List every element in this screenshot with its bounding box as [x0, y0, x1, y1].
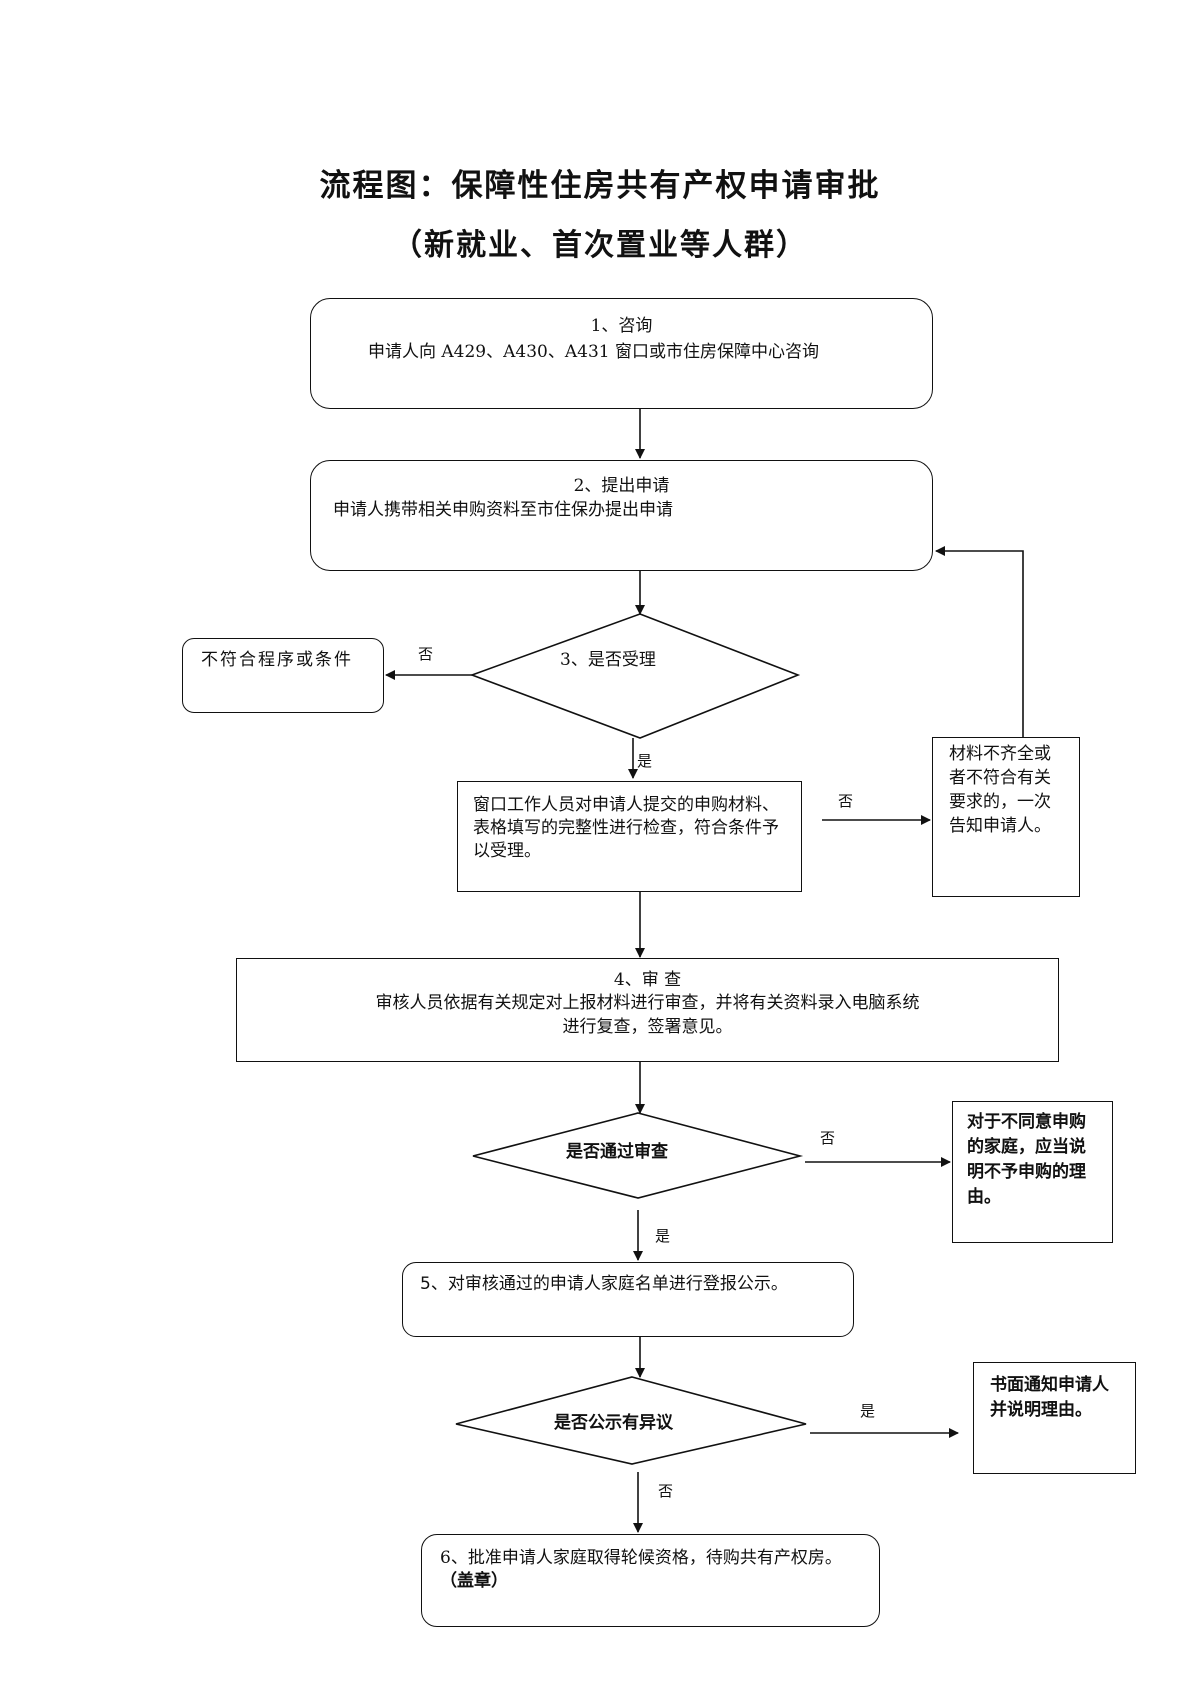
decision5-yes-label: 是 [860, 1402, 876, 1420]
decision3-yes-label: 是 [637, 752, 653, 770]
decision4-label: 是否通过审查 [566, 1142, 668, 1162]
reject3-text: 不符合程序或条件 [201, 650, 353, 670]
step6-text: 6、批准申请人家庭取得轮候资格，待购共有产权房。 （盖章） [440, 1547, 865, 1593]
step5-box: 5、对审核通过的申请人家庭名单进行登报公示。 [402, 1262, 854, 1337]
decision4-no-label: 否 [820, 1129, 836, 1147]
step6-main-text: 6、批准申请人家庭取得轮候资格，待购共有产权房。 [440, 1548, 842, 1568]
step1-box: 1、咨询 申请人向 A429、A430、A431 窗口或市住房保障中心咨询 [310, 298, 933, 409]
step2-heading: 2、提出申请 [573, 476, 670, 496]
check-text: 窗口工作人员对申请人提交的申购材料、表格填写的完整性进行检查，符合条件予以受理。 [473, 795, 779, 861]
check-box: 窗口工作人员对申请人提交的申购材料、表格填写的完整性进行检查，符合条件予以受理。 [457, 781, 802, 892]
step5-text: 5、对审核通过的申请人家庭名单进行登报公示。 [420, 1274, 788, 1294]
step2-box: 2、提出申请 申请人携带相关申购资料至市住保办提出申请 [310, 460, 933, 571]
decision4-yes-label: 是 [655, 1227, 671, 1245]
decision5-no-label: 否 [658, 1482, 674, 1500]
arrow-incomplete-loop [935, 546, 1024, 737]
decision5-label: 是否公示有异议 [554, 1413, 673, 1433]
step6-stamp: （盖章） [440, 1571, 508, 1591]
step6-box: 6、批准申请人家庭取得轮候资格，待购共有产权房。 （盖章） [421, 1534, 880, 1627]
check-no-label: 否 [838, 792, 854, 810]
step1-body: 申请人向 A429、A430、A431 窗口或市住房保障中心咨询 [368, 342, 819, 362]
reject4-box: 对于不同意申购的家庭，应当说明不予申购的理由。 [952, 1101, 1113, 1243]
decision3-label: 3、是否受理 [560, 650, 656, 670]
decision5-diamond [455, 1376, 807, 1465]
step2-body: 申请人携带相关申购资料至市住保办提出申请 [333, 500, 673, 520]
decision3-no-label: 否 [418, 645, 434, 663]
objection-box: 书面通知申请人并说明理由。 [973, 1362, 1136, 1474]
step4-box: 4、审 查 审核人员依据有关规定对上报材料进行审查，并将有关资料录入电脑系统 进… [236, 958, 1059, 1062]
objection-text: 书面通知申请人并说明理由。 [990, 1375, 1109, 1420]
page-title: 流程图：保障性住房共有产权申请审批 [319, 168, 881, 204]
decision4-diamond [472, 1112, 804, 1199]
step4-body-line2: 进行复查，签署意见。 [562, 1017, 733, 1037]
step4-heading: 4、审 查 [613, 970, 682, 990]
page-subtitle: （新就业、首次置业等人群） [392, 228, 808, 263]
incomplete-text: 材料不齐全或者不符合有关要求的，一次告知申请人。 [949, 744, 1051, 836]
incomplete-box: 材料不齐全或者不符合有关要求的，一次告知申请人。 [932, 737, 1080, 897]
step4-body-line1: 审核人员依据有关规定对上报材料进行审查，并将有关资料录入电脑系统 [375, 993, 920, 1013]
step1-heading: 1、咨询 [590, 316, 653, 336]
reject4-text: 对于不同意申购的家庭，应当说明不予申购的理由。 [967, 1112, 1086, 1207]
decision3-diamond [469, 613, 801, 739]
reject3-box: 不符合程序或条件 [182, 638, 384, 713]
